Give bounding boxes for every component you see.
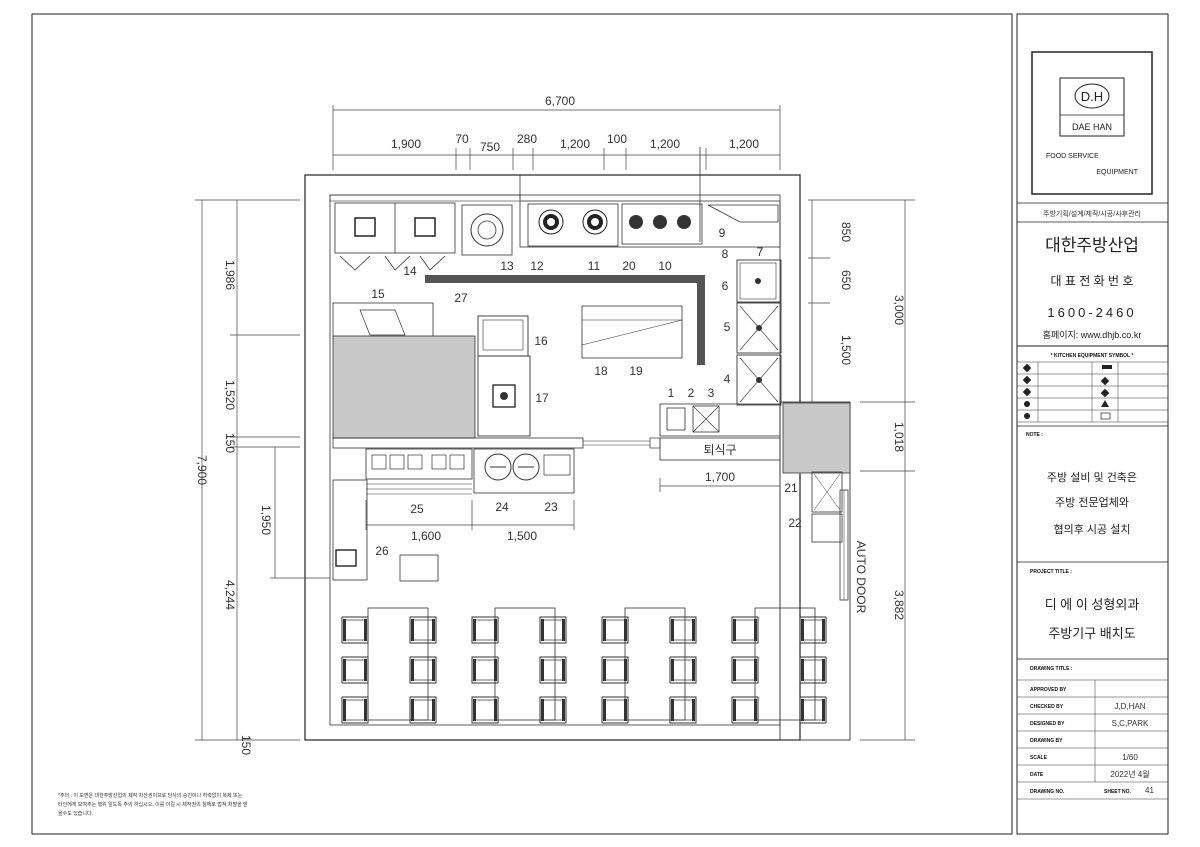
dim-right-3882: 3,882 — [892, 590, 906, 620]
equipment-number: 21 — [784, 481, 798, 495]
dim-1500: 1,500 — [507, 529, 537, 543]
equipment-number: 2 — [688, 386, 695, 400]
equipment-number: 14 — [403, 264, 417, 278]
equipment-number: 11 — [588, 259, 601, 273]
dim-left-4244: 4,244 — [223, 580, 237, 610]
equipment-number: 3 — [708, 386, 715, 400]
note-line: 주방 전문업체와 — [1055, 496, 1129, 509]
equipment-number: 23 — [544, 500, 558, 514]
note-label: NOTE : — [1026, 432, 1043, 438]
equipment-number: 1 — [668, 386, 675, 400]
equipment-number: 22 — [788, 516, 802, 530]
equipment-number: 24 — [495, 500, 509, 514]
equipment-number: 18 — [594, 364, 608, 378]
dim-top-seg: 750 — [480, 140, 500, 154]
dim-top-seg: 1,200 — [560, 137, 590, 151]
title-block: D.H DAE HAN FOOD SERVICE EQUIPMENT 주방기획/… — [1016, 51, 1169, 800]
drawing-title-label: DRAWING TITLE : — [1030, 666, 1073, 672]
equipment-number: 6 — [722, 279, 729, 293]
copyright-footnote: *주의 : 이 도면은 대한주방산업의 제작 자산권이므로 당사의 승인이나 허… — [58, 792, 248, 817]
sheet-no-label: SHEET NO. — [1104, 789, 1132, 795]
dim-top-seg: 70 — [455, 132, 469, 146]
dim-left-150-bottom: 150 — [239, 735, 253, 755]
floor-plan — [304, 147, 851, 741]
logo-sub-1: FOOD SERVICE — [1046, 153, 1099, 160]
drawing-no-label: DRAWING NO. — [1030, 789, 1065, 795]
dim-1700: 1,700 — [705, 470, 735, 484]
drawing-by-label: DRAWING BY — [1030, 738, 1063, 744]
equipment-number: 25 — [410, 502, 424, 516]
dim-right-1500: 1,500 — [839, 335, 853, 365]
dim-left-1520: 1,520 — [223, 380, 237, 410]
dim-right-1018: 1,018 — [892, 422, 906, 452]
equipment-number: 15 — [371, 287, 385, 301]
dim-right-850: 850 — [839, 222, 853, 242]
equipment-number: 16 — [534, 334, 548, 348]
dim-top-seg: 100 — [607, 132, 627, 146]
equipment-number: 12 — [530, 259, 544, 273]
note-line: 주방 설비 및 건축은 — [1047, 471, 1137, 484]
checked-label: CHECKED BY — [1030, 704, 1064, 710]
checked-value: J,D,HAN — [1114, 702, 1145, 711]
dim-top-seg: 1,900 — [391, 137, 421, 151]
dim-top-seg: 280 — [517, 132, 537, 146]
project-line: 주방기구 배치도 — [1048, 626, 1135, 641]
phone-title: 대 표 전 화 번 호 — [1051, 274, 1134, 288]
logo-sub-2: EQUIPMENT — [1096, 169, 1138, 176]
equipment-number: 9 — [719, 226, 726, 240]
date-value: 2022년 4월 — [1110, 769, 1149, 779]
svg-text:*주의 : 이 도면은 대한주방산업의 제작 자산권이므로: *주의 : 이 도면은 대한주방산업의 제작 자산권이므로 당사의 승인이나 허… — [58, 792, 243, 799]
equipment-number: 5 — [724, 320, 731, 334]
dim-right-3000: 3,000 — [892, 295, 906, 325]
equipment-number: 7 — [757, 245, 764, 259]
dim-top-seg: 1,200 — [650, 137, 680, 151]
svg-text:타인에게 보여주는 행위 일도독 주의 하십시오, 이를 이: 타인에게 보여주는 행위 일도독 주의 하십시오, 이를 이길 시 제작권의 침… — [58, 801, 248, 808]
logo-name: DAE HAN — [1072, 122, 1112, 132]
equipment-number: 27 — [454, 291, 468, 305]
date-label: DATE — [1030, 772, 1044, 778]
auto-door-label: AUTO DOOR — [854, 541, 868, 614]
equipment-number: 26 — [375, 544, 389, 558]
dim-1600: 1,600 — [411, 529, 441, 543]
dim-top-seg: 1,200 — [729, 137, 759, 151]
svg-text:을수도 있습니다.: 을수도 있습니다. — [58, 810, 93, 817]
dimension-lines — [195, 105, 915, 741]
sheet-no-value: 41 — [1145, 786, 1154, 795]
dimension-texts: 6,700 1,900 70 750 280 1,200 100 1,200 1… — [195, 94, 906, 755]
scale-value: 1/60 — [1122, 753, 1138, 762]
dim-left-1986: 1,986 — [223, 260, 237, 290]
dim-left-total: 7,900 — [195, 455, 209, 485]
scale-label: SCALE — [1030, 755, 1048, 761]
project-line: 디 에 이 성형외과 — [1045, 597, 1140, 612]
approved-label: APPROVED BY — [1030, 687, 1067, 693]
designed-label: DESIGNED BY — [1030, 721, 1065, 727]
note-line: 협의후 시공 설치 — [1054, 523, 1131, 536]
equipment-number: 17 — [535, 391, 549, 405]
company-name: 대한주방산업 — [1045, 236, 1139, 255]
services-text: 주방기획/설계/제작/시공/사후관리 — [1043, 209, 1141, 218]
equipment-number: 20 — [622, 259, 636, 273]
logo-mark: D.H — [1081, 89, 1103, 104]
equipment-number: 8 — [722, 247, 729, 261]
project-label: PROJECT TITLE : — [1030, 569, 1072, 575]
equipment-number: 19 — [629, 364, 643, 378]
dim-left-150-mid: 150 — [223, 433, 237, 453]
equipment-number: 10 — [658, 259, 672, 273]
symbol-header: * KITCHEN EQUIPMENT SYMBOL * — [1051, 353, 1134, 359]
dim-right-650: 650 — [839, 270, 853, 290]
dining-chairs — [341, 616, 827, 724]
designed-value: S,C,PARK — [1112, 719, 1149, 728]
homepage: 홈페이지: www.dhjb.co.kr — [1043, 329, 1142, 340]
return-counter-label: 퇴식구 — [703, 443, 736, 457]
equipment-numbers: 1 2 3 4 5 6 7 8 9 10 11 12 13 14 15 16 1… — [371, 226, 802, 558]
phone-number: 1600-2460 — [1047, 305, 1136, 320]
equipment-number: 4 — [724, 372, 731, 386]
equipment-number: 13 — [500, 259, 514, 273]
dim-left-1950: 1,950 — [259, 505, 273, 535]
dim-top-total: 6,700 — [545, 94, 575, 108]
